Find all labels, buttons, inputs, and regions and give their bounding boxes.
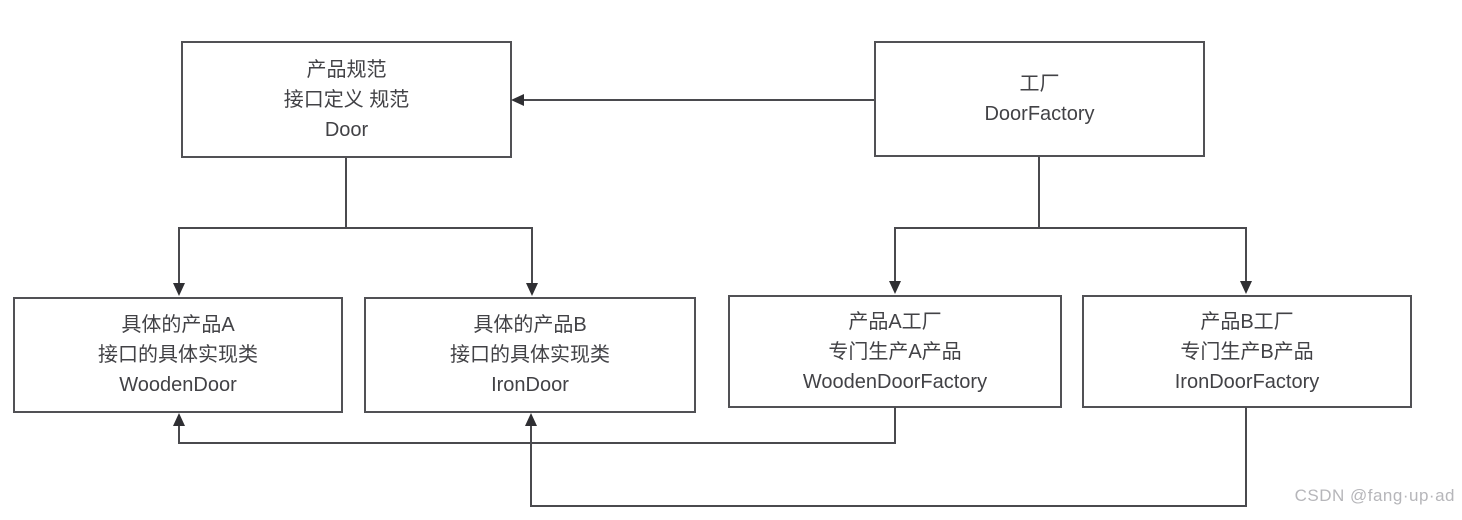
connector-wooden-route-up-stub [178, 425, 180, 444]
arrowhead-into-iron-door-bottom-icon [525, 413, 537, 426]
connector-iron-factory-down [1245, 407, 1247, 507]
arrowhead-into-iron-factory-top-icon [1240, 281, 1252, 294]
node-iron-door: 具体的产品B 接口的具体实现类 IronDoor [364, 297, 696, 413]
connector-door-to-iron-door-drop [531, 227, 533, 284]
node-wooden-door-line1: 具体的产品A [121, 314, 235, 336]
arrowhead-into-iron-door-top-icon [526, 283, 538, 296]
connector-wooden-route-horizontal [178, 442, 896, 444]
node-iron-door-factory-line3: IronDoorFactory [1174, 370, 1320, 393]
connector-door-split-crossbar [178, 227, 533, 229]
node-door-line2: 接口定义 规范 [283, 88, 410, 111]
node-door: 产品规范 接口定义 规范 Door [181, 41, 512, 158]
node-wooden-door-line2: 接口的具体实现类 [98, 344, 258, 366]
node-door-line1: 产品规范 [306, 58, 387, 81]
node-door-factory-line2: DoorFactory [984, 103, 1095, 125]
arrowhead-into-wooden-door-top-icon [173, 283, 185, 296]
connector-factory-to-door-line [523, 99, 874, 101]
node-door-factory-line1: 工厂 [1019, 73, 1060, 95]
connector-door-split-stem [345, 158, 347, 228]
connector-door-to-wooden-door-drop [178, 227, 180, 284]
connector-wooden-factory-down [894, 407, 896, 444]
node-iron-door-factory: 产品B工厂 专门生产B产品 IronDoorFactory [1082, 295, 1412, 408]
connector-iron-route-horizontal [530, 505, 1247, 507]
connector-factory-to-wooden-factory-drop [894, 227, 896, 283]
connector-factory-split-crossbar [894, 227, 1247, 229]
node-iron-door-line2: 接口的具体实现类 [450, 344, 610, 366]
node-iron-door-line1: 具体的产品B [473, 314, 587, 336]
node-iron-door-factory-line2: 专门生产B产品 [1180, 340, 1314, 363]
csdn-watermark: CSDN @fang·up·ad [1294, 486, 1455, 505]
arrowhead-into-wooden-door-bottom-icon [173, 413, 185, 426]
node-wooden-door-factory-line1: 产品A工厂 [848, 310, 942, 333]
node-wooden-door-line3: WoodenDoor [119, 374, 237, 396]
node-iron-door-factory-line1: 产品B工厂 [1200, 310, 1294, 333]
connector-factory-split-stem [1038, 157, 1040, 228]
node-door-factory: 工厂 DoorFactory [874, 41, 1205, 157]
node-wooden-door-factory-line3: WoodenDoorFactory [802, 370, 988, 393]
node-door-line3: Door [324, 118, 369, 141]
node-iron-door-line3: IronDoor [491, 374, 569, 396]
node-wooden-door-factory: 产品A工厂 专门生产A产品 WoodenDoorFactory [728, 295, 1062, 408]
connector-factory-to-iron-factory-drop [1245, 227, 1247, 283]
node-wooden-door: 具体的产品A 接口的具体实现类 WoodenDoor [13, 297, 343, 413]
arrowhead-into-door-icon [511, 94, 524, 106]
arrowhead-into-wooden-factory-top-icon [889, 281, 901, 294]
connector-iron-route-up-stub [530, 425, 532, 507]
node-wooden-door-factory-line2: 专门生产A产品 [828, 340, 962, 363]
